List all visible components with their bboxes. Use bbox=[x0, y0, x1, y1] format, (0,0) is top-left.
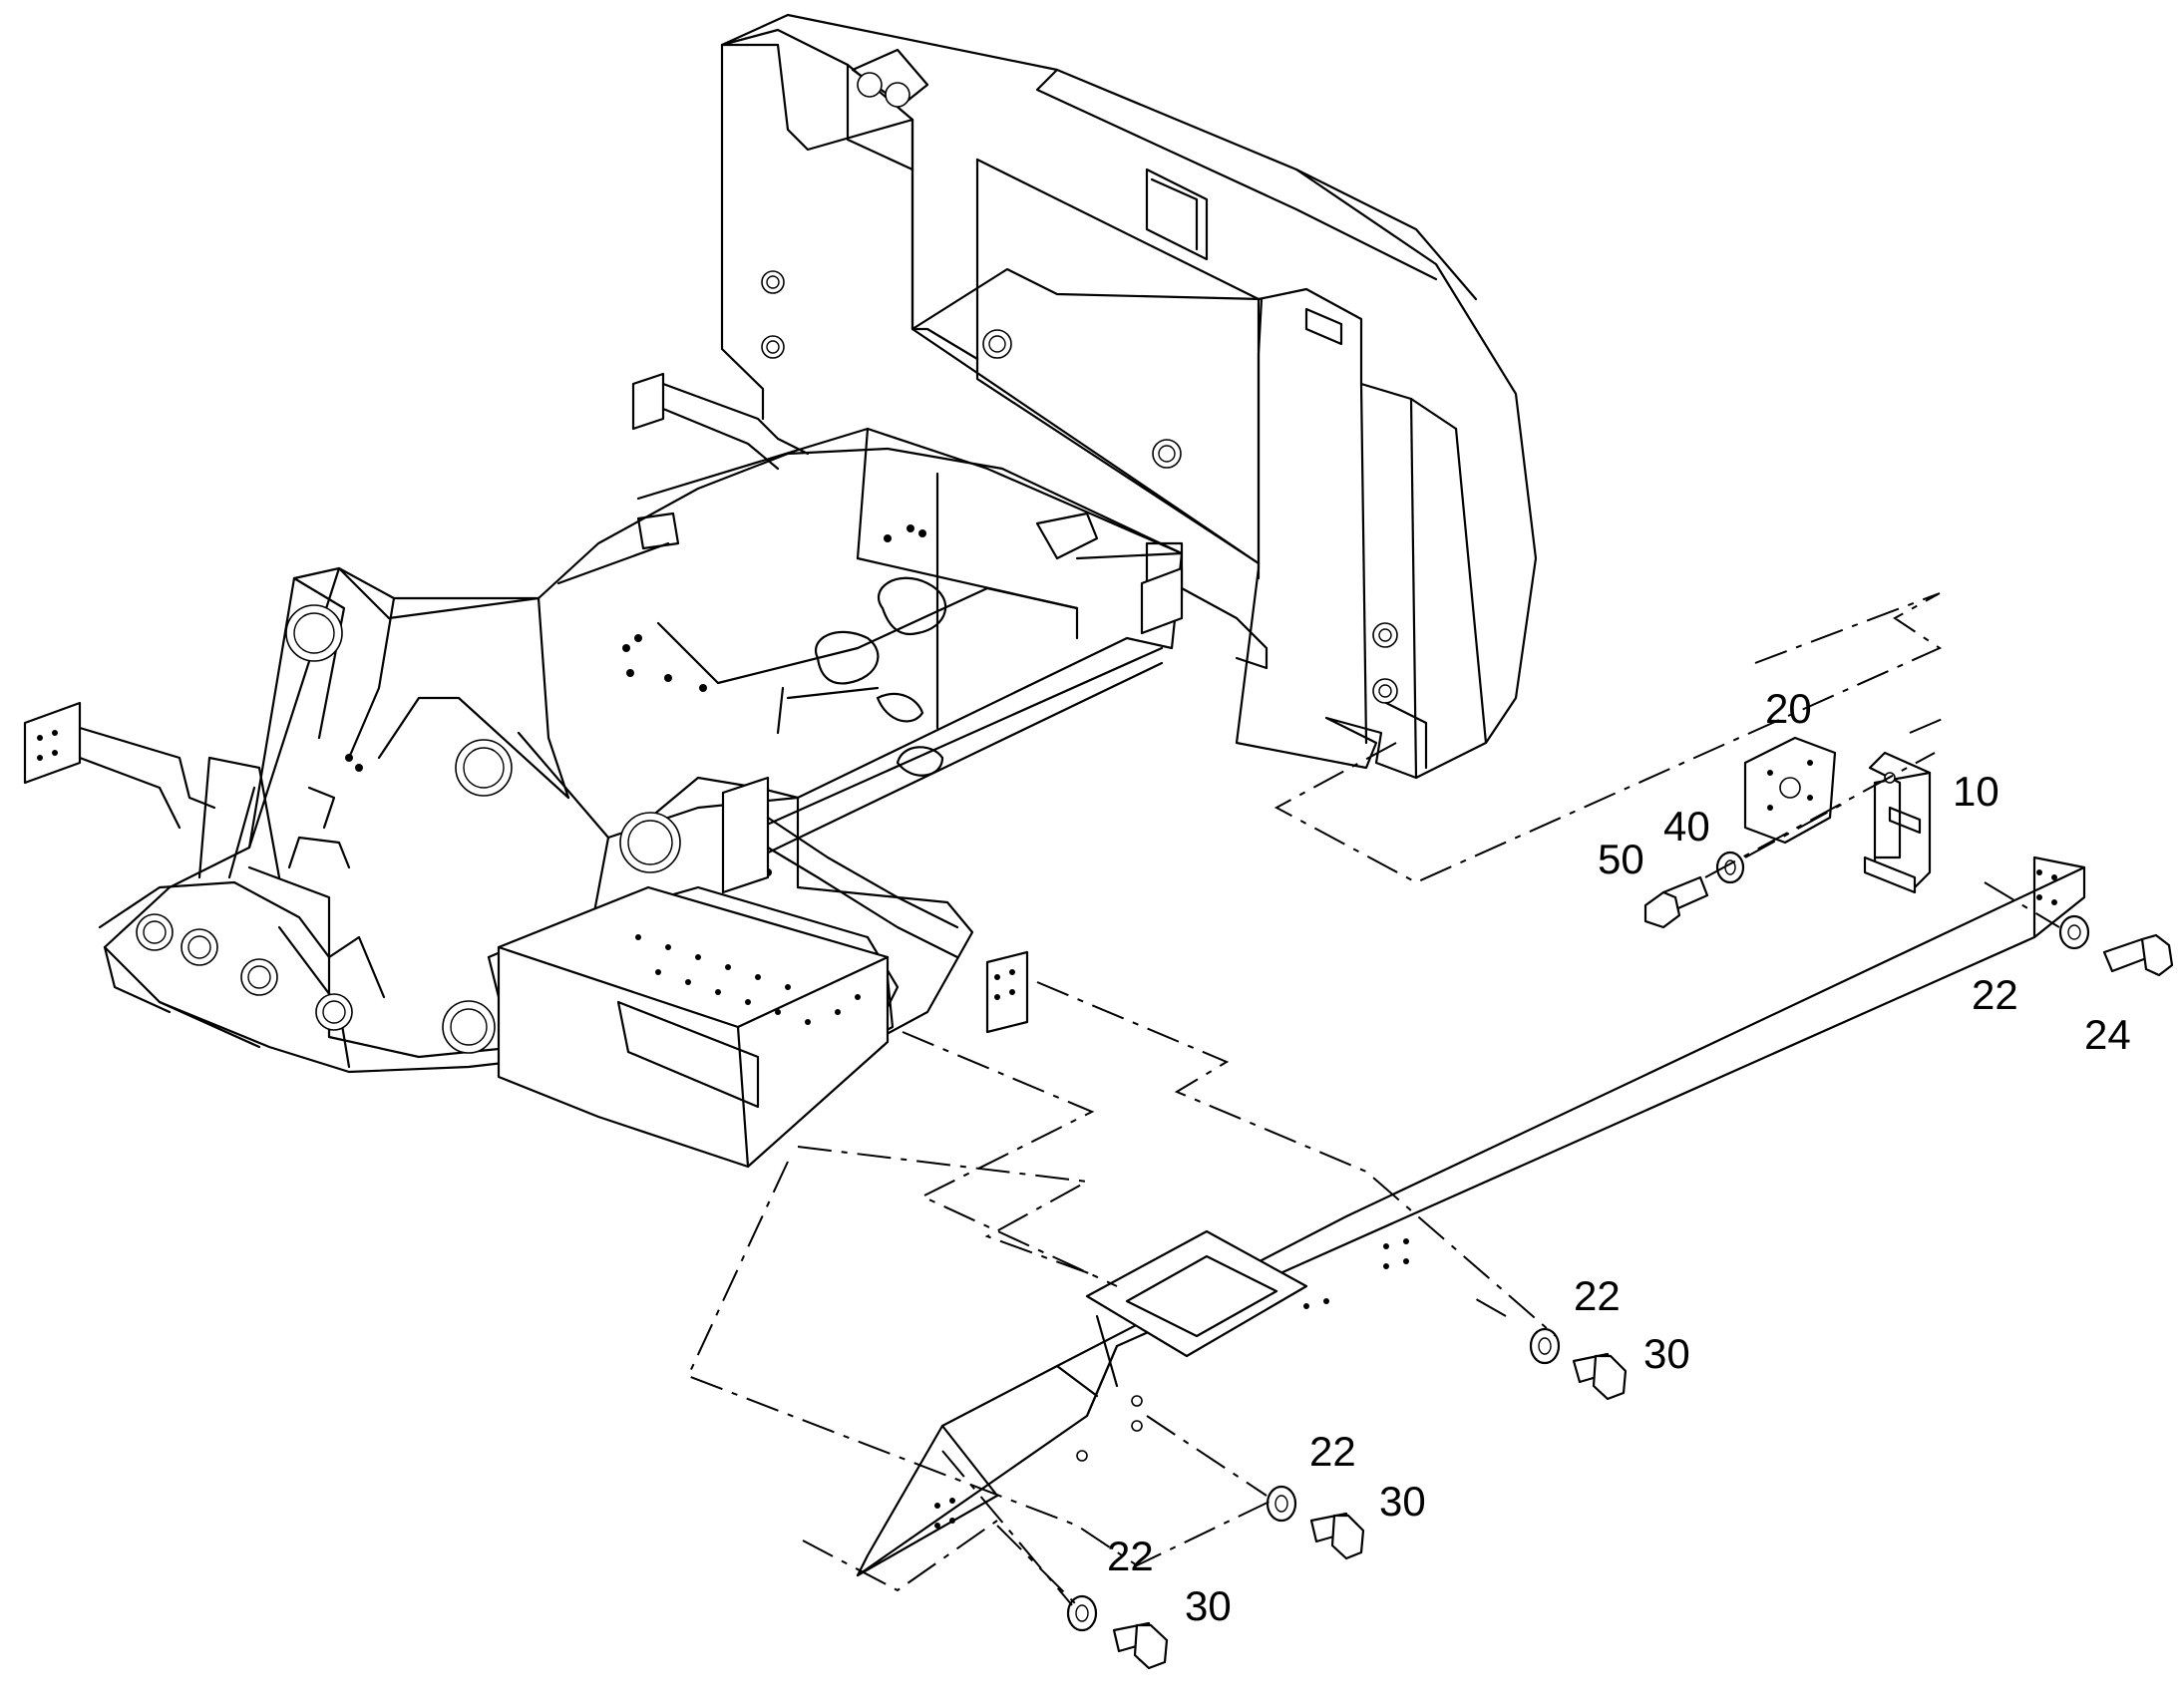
washer-22b bbox=[1529, 1327, 1561, 1365]
callout-30-mid: 30 bbox=[1643, 1330, 1690, 1377]
side-rail bbox=[856, 855, 2086, 1577]
front-box bbox=[497, 885, 890, 1169]
bolt-30b bbox=[1572, 1352, 1628, 1401]
left-outrigger bbox=[23, 701, 216, 830]
washer-40 bbox=[1715, 851, 1745, 884]
counterweight bbox=[720, 13, 1538, 780]
callout-20: 20 bbox=[1765, 685, 1812, 732]
callout-50: 50 bbox=[1598, 836, 1644, 882]
bracket-10 bbox=[1863, 751, 1932, 894]
callout-10: 10 bbox=[1953, 768, 1999, 815]
callouts: 20 10 40 50 22 24 22 30 22 30 22 30 bbox=[1107, 685, 2131, 1629]
washer-22d bbox=[1066, 1594, 1098, 1632]
callout-30-low: 30 bbox=[1379, 1478, 1426, 1525]
callout-22-mid: 22 bbox=[1574, 1272, 1621, 1319]
bolt-50 bbox=[1643, 875, 1709, 929]
front-right-bracket bbox=[721, 776, 1029, 1034]
callout-22-low: 22 bbox=[1309, 1428, 1356, 1475]
callout-22-upper: 22 bbox=[1972, 971, 2018, 1018]
main-frame bbox=[98, 427, 1184, 1129]
plate-20 bbox=[1743, 736, 1837, 845]
bolt-24 bbox=[2102, 933, 2174, 977]
callout-22-bottom: 22 bbox=[1107, 1533, 1154, 1579]
washer-22c bbox=[1266, 1485, 1297, 1523]
rear-left-outrigger bbox=[631, 372, 810, 471]
washer-22a bbox=[2058, 914, 2090, 950]
callout-24: 24 bbox=[2084, 1011, 2131, 1058]
callout-40: 40 bbox=[1663, 803, 1710, 850]
assembly-lines bbox=[686, 592, 2060, 1606]
bolt-30c bbox=[1309, 1512, 1365, 1560]
callout-30-bottom: 30 bbox=[1185, 1582, 1232, 1629]
right-rear-bracket bbox=[1140, 566, 1269, 670]
bolt-30d bbox=[1112, 1621, 1169, 1670]
